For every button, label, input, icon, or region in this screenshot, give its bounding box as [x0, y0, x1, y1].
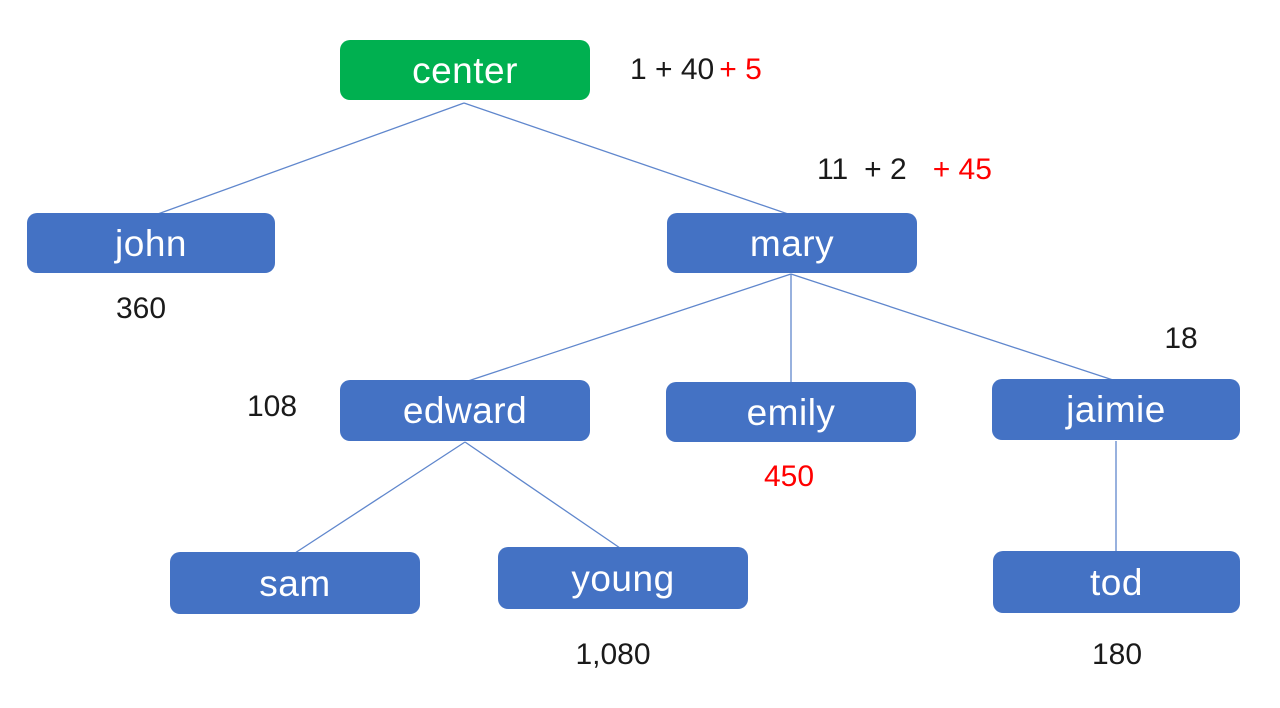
node-sam-label: sam [259, 562, 331, 604]
node-emily: emily [666, 382, 916, 442]
edge-mary-jaimie [790, 273, 1114, 381]
mary-formula-red: + 45 [932, 153, 992, 186]
node-center: center [340, 40, 590, 100]
annotation-young-total: 1,080 [575, 638, 651, 671]
node-sam: sam [170, 552, 420, 614]
node-edward-label: edward [402, 390, 528, 431]
edge-edward-sam [294, 441, 466, 554]
center-formula-red: + 5 [719, 53, 762, 86]
edge-mary-edward [467, 273, 792, 382]
edge-center-mary [463, 102, 789, 215]
node-tod: tod [993, 551, 1240, 613]
node-young: young [498, 547, 748, 609]
node-tod-label: tod [1090, 561, 1143, 603]
edge-edward-young [464, 441, 621, 549]
center-formula-black: 1 + 40 [630, 53, 715, 86]
node-center-label: center [412, 49, 518, 91]
mary-formula-left: 11 [817, 153, 849, 186]
annotation-jaimie-total: 18 [1164, 322, 1198, 355]
annotation-emily-total: 450 [763, 460, 815, 493]
annotation-center-formula: 1 + 40+ 5 [630, 53, 762, 86]
node-young-label: young [571, 557, 675, 599]
node-mary-label: mary [749, 222, 835, 264]
node-jaimie-label: jaimie [1066, 389, 1166, 430]
annotation-tod-total: 180 [1091, 638, 1143, 671]
node-mary: mary [667, 213, 917, 273]
mary-formula-mid: + 2 [864, 153, 907, 186]
edge-center-john [154, 102, 465, 216]
annotation-john-total: 360 [115, 292, 167, 325]
node-john: john [27, 213, 275, 273]
annotation-edward-total: 108 [246, 390, 298, 423]
annotation-mary-formula: 11 + 2 + 45 [817, 153, 992, 186]
node-john-label: john [115, 222, 187, 264]
node-emily-label: emily [746, 391, 836, 433]
node-edward: edward [340, 380, 590, 441]
node-jaimie: jaimie [992, 379, 1240, 440]
